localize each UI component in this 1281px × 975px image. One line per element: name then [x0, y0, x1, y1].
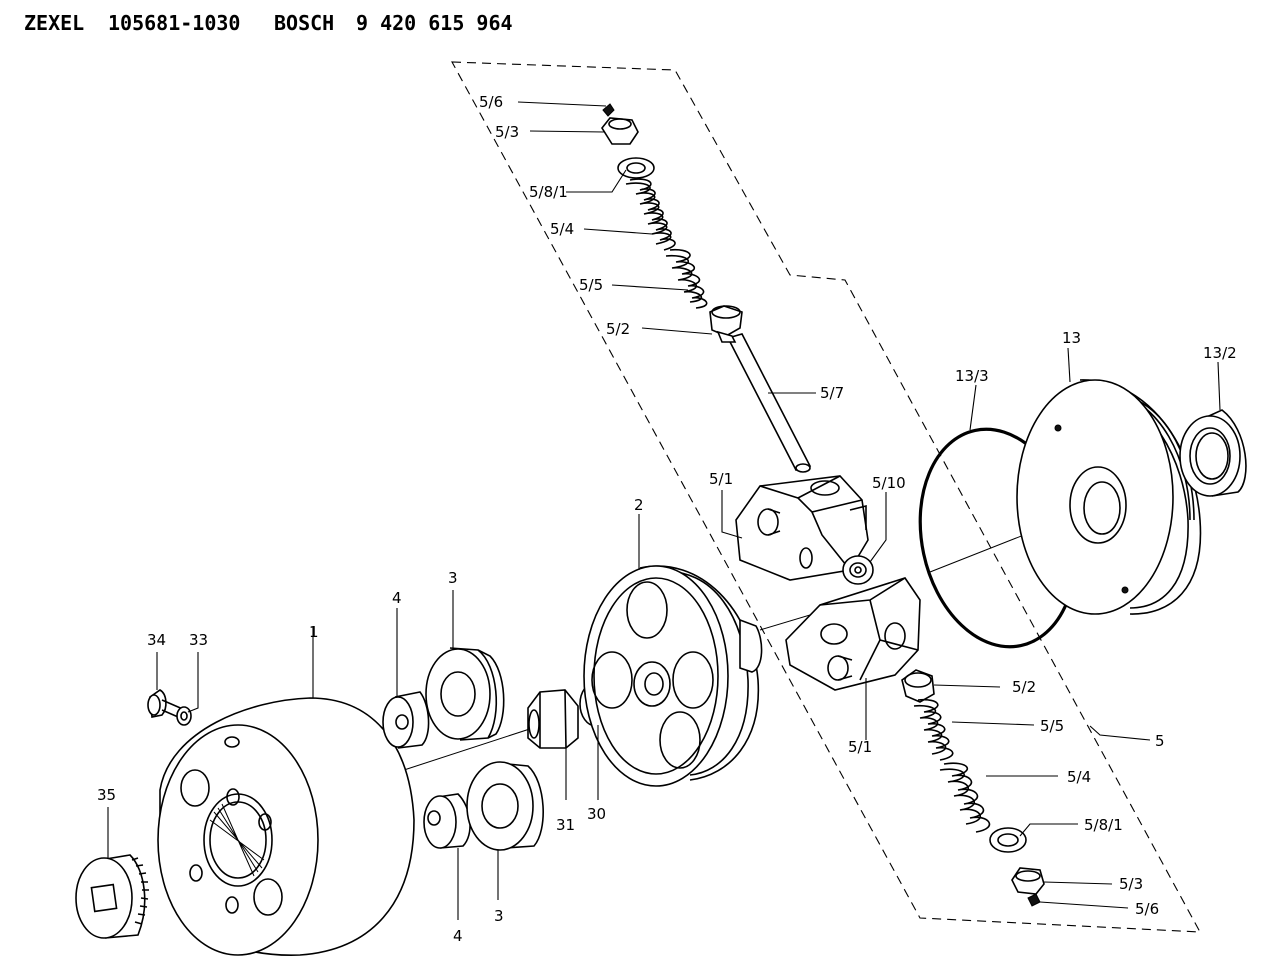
header-brand-bosch: BOSCH [274, 11, 334, 35]
cover-part-13 [1016, 379, 1202, 615]
valve-cap-part-5-6-bottom [1027, 893, 1041, 907]
shoe-part-3-top [425, 647, 505, 741]
shoe-part-3-bottom [466, 761, 544, 851]
label-5-5-bottom: 5/5 [1040, 717, 1064, 735]
label-5-4-bottom: 5/4 [1067, 768, 1091, 786]
distributor-block-part-5-1-lower [785, 577, 921, 691]
spring-part-5-5-top [665, 248, 708, 309]
valve-cap-part-5-6-top [602, 103, 615, 117]
sleeve-part-31 [527, 689, 579, 749]
label-3-bottom: 3 [494, 907, 504, 925]
label-5-2-bottom: 5/2 [1012, 678, 1036, 696]
label-5-1-bottom: 5/1 [848, 738, 872, 756]
label-33: 33 [189, 631, 208, 649]
header-part-number-zexel: 105681-1030 [108, 11, 240, 35]
label-31: 31 [556, 816, 575, 834]
label-5-8-1-bottom: 5/8/1 [1084, 816, 1123, 834]
label-34: 34 [147, 631, 166, 649]
spring-seat-part-5-8-1-bottom [989, 827, 1027, 853]
valve-seat-part-5-3-top [601, 117, 639, 145]
label-5-10: 5/10 [872, 474, 906, 492]
label-4-bottom: 4 [453, 927, 463, 945]
label-5-3-top: 5/3 [495, 123, 519, 141]
label-5-6-bottom: 5/6 [1135, 900, 1159, 918]
label-1: 1 [309, 623, 319, 641]
label-4-top: 4 [392, 589, 402, 607]
header-part-number-bosch: 9 420 615 964 [356, 11, 513, 35]
label-5-6-top: 5/6 [479, 93, 503, 111]
distributor-block-part-5-1-upper [735, 475, 869, 581]
valve-part-5-2-bottom [901, 669, 935, 703]
label-5-7: 5/7 [820, 384, 844, 402]
label-5: 5 [1155, 732, 1165, 750]
label-5-2-top: 5/2 [606, 320, 630, 338]
label-35: 35 [97, 786, 116, 804]
label-13-3: 13/3 [955, 367, 989, 385]
seal-part-13-2 [1179, 409, 1247, 497]
assembly-5-boundary [451, 61, 1201, 933]
valve-part-5-2-top [709, 305, 743, 343]
seal-part-5-10 [842, 555, 874, 585]
screw-part-34 [147, 689, 186, 721]
housing-part-1 [157, 697, 415, 956]
label-5-8-1-top: 5/8/1 [529, 183, 568, 201]
cam-plate-part-2 [583, 565, 763, 787]
spring-seat-part-5-8-1-top [617, 157, 655, 179]
label-30: 30 [587, 805, 606, 823]
label-5-5-top: 5/5 [579, 276, 603, 294]
label-2: 2 [634, 496, 644, 514]
pin-part-5-7 [726, 333, 812, 473]
roller-part-4-bottom [423, 793, 471, 849]
header-brand-zexel: ZEXEL [24, 11, 84, 35]
roller-part-4-top [382, 691, 430, 749]
valve-seat-part-5-3-bottom [1011, 867, 1045, 895]
label-5-4-top: 5/4 [550, 220, 574, 238]
label-13-2: 13/2 [1203, 344, 1237, 362]
label-13: 13 [1062, 329, 1081, 347]
label-5-3-bottom: 5/3 [1119, 875, 1143, 893]
label-3-top: 3 [448, 569, 458, 587]
spring-part-5-5-bottom [913, 698, 954, 761]
label-5-1-top: 5/1 [709, 470, 733, 488]
spring-part-5-4-top [625, 178, 676, 251]
spring-part-5-4-bottom [939, 762, 991, 833]
plug-part-35 [75, 854, 149, 939]
washer-part-33 [176, 706, 192, 726]
leader-lines [107, 101, 1221, 920]
